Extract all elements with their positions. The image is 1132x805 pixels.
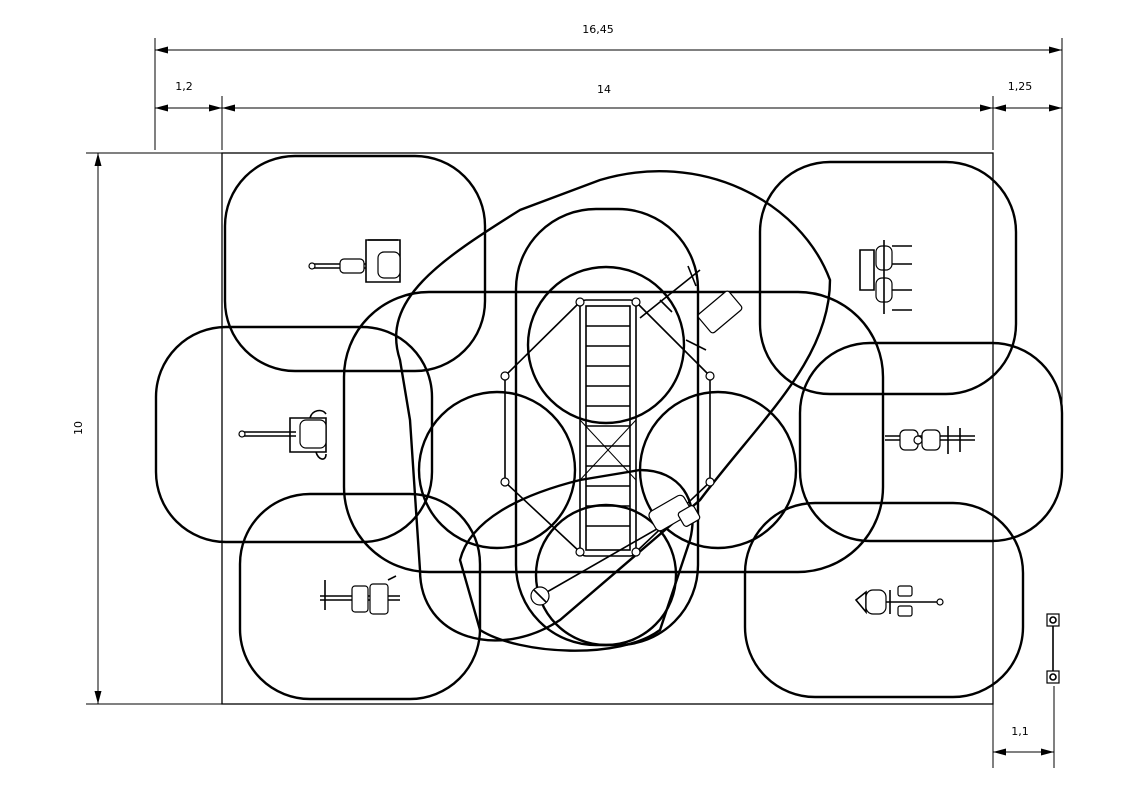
dim-label-right-margin: 1,25 [1008, 80, 1033, 93]
dimension-height: 10 [72, 152, 222, 705]
dim-label-left-margin: 1,2 [175, 80, 193, 93]
zone-top-left [223, 154, 487, 373]
dim-label-total-width: 16,45 [582, 23, 614, 36]
dim-label-height: 10 [72, 421, 85, 435]
dimension-right-margin: 1,25 [993, 80, 1062, 112]
ladder-frame-icon [500, 297, 715, 557]
leg-press-icon [308, 239, 401, 283]
zone-frame-node-left [417, 390, 577, 550]
cross-trainer-icon [859, 240, 912, 314]
dimension-sign-offset: 1,1 [992, 686, 1055, 768]
rower-icon [320, 575, 400, 615]
zone-central-wide [342, 290, 885, 574]
zone-top-right [758, 160, 1018, 396]
dim-label-inner-width: 14 [597, 83, 611, 96]
zone-mid-left [154, 325, 434, 544]
dimension-total-width: 16,45 [154, 23, 1063, 420]
zone-frame-node-bottom [534, 503, 678, 647]
ladder-rungs [586, 325, 630, 527]
bike-icon [885, 426, 975, 454]
air-walker-icon [854, 585, 944, 617]
dimension-inner-width: 14 [222, 83, 994, 150]
bench-icon [639, 265, 743, 351]
safety-zones [154, 154, 1064, 701]
sign-post-icon [1046, 613, 1060, 684]
zone-bottom-right [743, 501, 1025, 699]
zone-mid-right [798, 341, 1064, 543]
zone-bottom-left [238, 492, 482, 701]
site-boundary [221, 152, 994, 705]
chest-press-icon [238, 409, 327, 460]
dimension-left-margin: 1,2 [155, 80, 223, 150]
dim-label-sign-offset: 1,1 [1011, 725, 1029, 738]
zone-diagonal-frame [394, 170, 832, 642]
lower-arm-wheel-icon [530, 494, 701, 606]
zone-frame-node-top [526, 265, 686, 425]
